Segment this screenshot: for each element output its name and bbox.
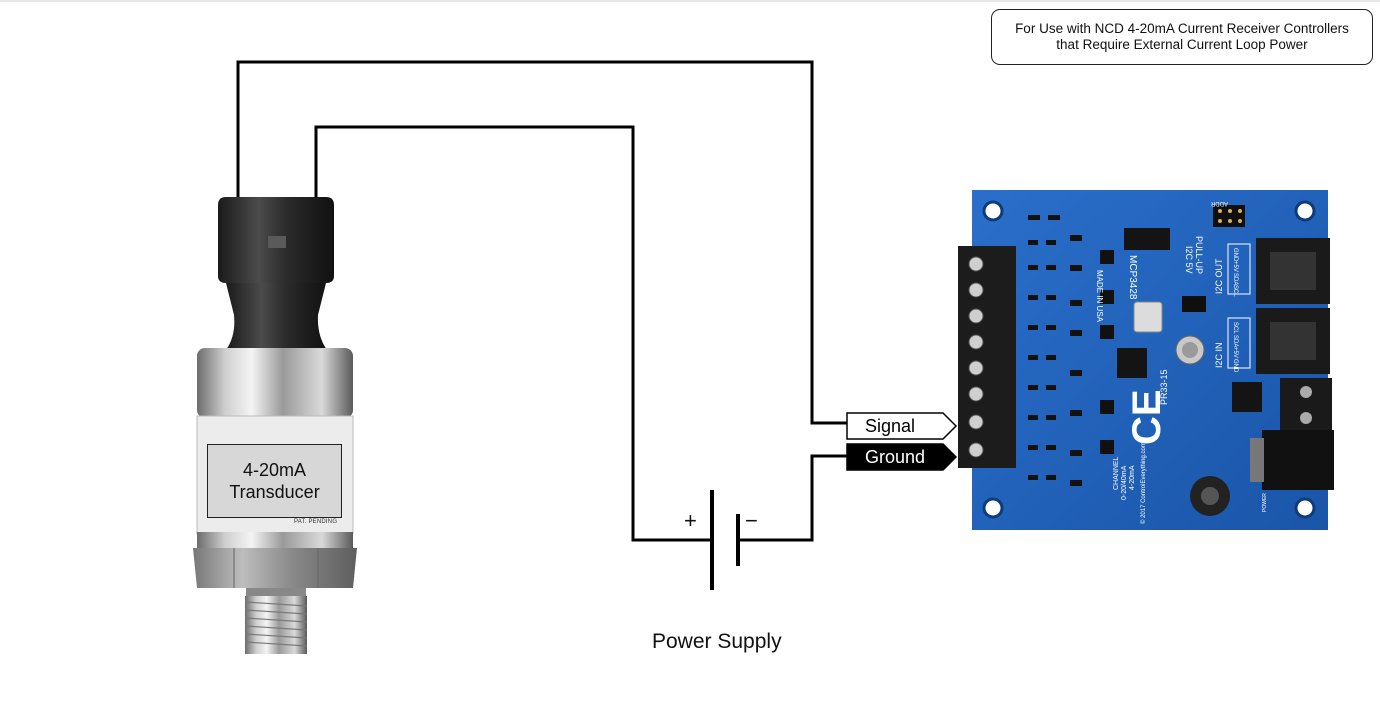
board-copyright-text: © 2017 ControlEverything.com — [1140, 442, 1147, 524]
pin-out-2: +5V — [1232, 261, 1238, 272]
signal-tag-shape — [846, 412, 958, 440]
board-part-text: MCP3428 — [1127, 255, 1138, 300]
board-i2c-out-text: I2C OUT — [1214, 258, 1224, 294]
pin-in-2: SDA — [1232, 335, 1238, 347]
pin-in-3: +5V — [1232, 347, 1238, 358]
info-note: For Use with NCD 4-20mA Current Receiver… — [991, 9, 1373, 65]
battery-minus-sign: − — [745, 508, 758, 533]
board-i2c-in-text: I2C IN — [1214, 342, 1224, 368]
board-power-text: POWER — [1262, 493, 1268, 512]
controller-board: CE MCP3428 PULL-UP I2C 5V MADE IN USA PR… — [958, 190, 1334, 530]
pat-pending-text: PAT. PENDING — [294, 519, 338, 525]
pin-out-3: SDA — [1232, 273, 1238, 285]
info-note-line1: For Use with NCD 4-20mA Current Receiver… — [1015, 21, 1349, 36]
board-addr-text: ADDR — [1210, 200, 1228, 206]
board-pullup-text: PULL-UP — [1194, 236, 1204, 274]
board-i2c5v-text: I2C 5V — [1184, 246, 1194, 274]
transducer-label-line1: 4-20mA — [242, 460, 307, 480]
pin-in-4: GND — [1232, 359, 1238, 373]
wire-outer — [236, 60, 848, 425]
ground-label: Ground — [865, 446, 926, 467]
battery-symbol — [710, 490, 740, 590]
transducer-label: 4-20mA Transducer — [207, 444, 342, 518]
info-note-line2: that Require External Current Loop Power — [1056, 37, 1308, 52]
power-supply-label: Power Supply — [652, 630, 782, 653]
pressure-transducer — [193, 197, 357, 654]
board-channel-text: CHANNEL — [1113, 456, 1120, 490]
pin-in-1: SCL — [1232, 322, 1238, 334]
pin-out-1: GND — [1232, 248, 1238, 262]
board-model-text: PR33-15 — [1159, 369, 1169, 405]
pin-out-4: SCL — [1232, 285, 1238, 297]
signal-label: Signal — [865, 415, 916, 436]
board-made-text: MADE IN USA — [1095, 270, 1104, 323]
ground-tag-shape — [846, 443, 958, 471]
ce-logo: CE — [1125, 389, 1169, 445]
wire-inner — [314, 125, 712, 542]
board-range-text: 0-20/40mA — [1121, 465, 1128, 500]
board-range2-text: 4-20mA — [1129, 465, 1136, 490]
wire-ground — [738, 454, 848, 542]
transducer-label-line2: Transducer — [229, 482, 320, 502]
battery-plus-sign: + — [684, 508, 697, 533]
